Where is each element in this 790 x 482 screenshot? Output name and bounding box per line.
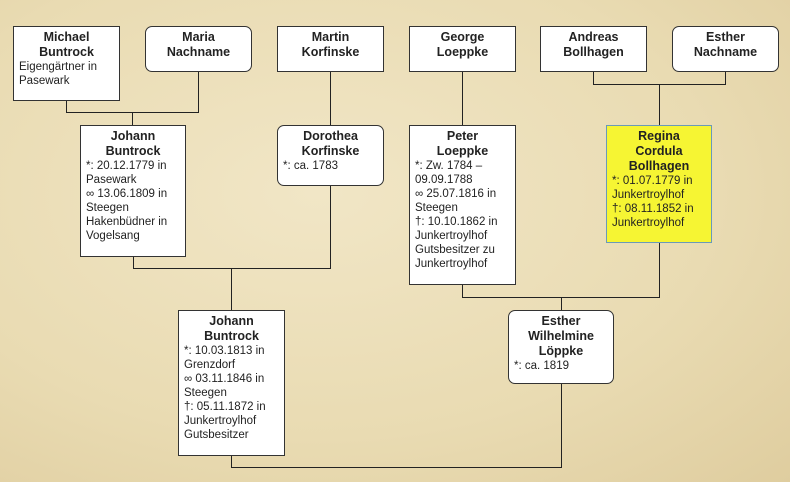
person-name-line: Cordula	[635, 144, 683, 158]
person-detail-line: Junkertroylhof	[612, 189, 685, 201]
person-detail-line: Junkertroylhof	[184, 415, 257, 427]
person-name-line: Löppke	[538, 344, 584, 358]
person-name-line: Johann	[110, 129, 156, 143]
connector	[198, 71, 199, 112]
person-detail-line: *: 10.03.1813 in	[184, 345, 265, 357]
person-name-line: Andreas	[568, 30, 619, 44]
person-name-line: George	[440, 30, 485, 44]
person-detail-line: Junkertroylhof	[612, 217, 685, 229]
person-name-line: Martin	[311, 30, 350, 44]
person-name-line: Nachname	[693, 45, 758, 59]
connector	[231, 268, 232, 310]
person-detail-line: 09.09.1788	[415, 174, 473, 186]
person-name-line: Loeppke	[436, 45, 489, 59]
person-name-line: Bollhagen	[563, 45, 624, 59]
person-detail-line: Junkertroylhof	[415, 258, 488, 270]
person-detail-line: †: 10.10.1862 in	[415, 216, 498, 228]
person-name-line: Peter	[446, 129, 479, 143]
person-detail-line: Junkertroylhof	[415, 230, 488, 242]
person-detail-line: ∞ 03.11.1846 in	[184, 373, 265, 385]
person-name-line: Esther	[706, 30, 745, 44]
person-detail-line: *: Zw. 1784 –	[415, 160, 483, 172]
connector	[462, 71, 463, 125]
connector	[593, 71, 594, 84]
connector	[561, 297, 562, 310]
person-detail-line: *: 20.12.1779 in	[86, 160, 167, 172]
person-name-line: Loeppke	[436, 144, 489, 158]
person-detail-line: Gutsbesitzer zu	[415, 244, 495, 256]
person-name-line: Bollhagen	[628, 159, 690, 173]
person-name-line: Buntrock	[105, 144, 161, 158]
connector	[561, 383, 562, 467]
person-name-line: Buntrock	[204, 329, 259, 343]
person-name-line: Dorothea	[303, 129, 358, 143]
connector	[659, 84, 660, 125]
person-detail-line: ∞ 25.07.1816 in	[415, 188, 497, 200]
person-name-line: Nachname	[166, 45, 231, 59]
person-detail-line: *: ca. 1783	[283, 160, 338, 172]
person-name-line: Esther	[541, 314, 581, 328]
connector	[133, 268, 331, 269]
person-name-line: Buntrock	[39, 45, 94, 59]
connector	[231, 455, 232, 467]
person-detail-line: Vogelsang	[86, 230, 140, 242]
person-name-line: Korfinske	[301, 45, 360, 59]
connector	[231, 467, 562, 468]
person-detail-line: ∞ 13.06.1809 in	[86, 188, 168, 200]
connector	[462, 284, 463, 297]
person-name-line: Korfinske	[301, 144, 360, 158]
connector	[725, 71, 726, 84]
connector	[132, 112, 133, 125]
person-name-line: Maria	[182, 30, 215, 44]
person-detail-line: *: 01.07.1779 in	[612, 175, 693, 187]
person-detail-line: †: 05.11.1872 in	[184, 401, 266, 413]
person-detail-line: Grenzdorf	[184, 359, 236, 371]
person-name-line: Wilhelmine	[528, 329, 594, 343]
person-detail-line: Hakenbüdner in	[86, 216, 168, 228]
connector	[659, 242, 660, 297]
connector	[133, 256, 134, 268]
person-detail-line: Steegen	[184, 387, 227, 399]
person-detail-line: Steegen	[415, 202, 458, 214]
connector	[330, 185, 331, 268]
person-name-line: Regina	[638, 129, 680, 143]
person-name-line: Michael	[43, 30, 90, 44]
connector	[66, 100, 67, 112]
person-detail-line: Eigengärtner in	[19, 61, 97, 73]
connector	[330, 71, 331, 125]
person-name-line: Johann	[209, 314, 254, 328]
person-detail-line: Pasewark	[19, 75, 70, 87]
person-detail-line: Gutsbesitzer	[184, 429, 249, 441]
person-detail-line: Pasewark	[86, 174, 137, 186]
person-detail-line: Steegen	[86, 202, 129, 214]
person-detail-line: †: 08.11.1852 in	[612, 203, 694, 215]
person-detail-line: *: ca. 1819	[514, 360, 569, 372]
